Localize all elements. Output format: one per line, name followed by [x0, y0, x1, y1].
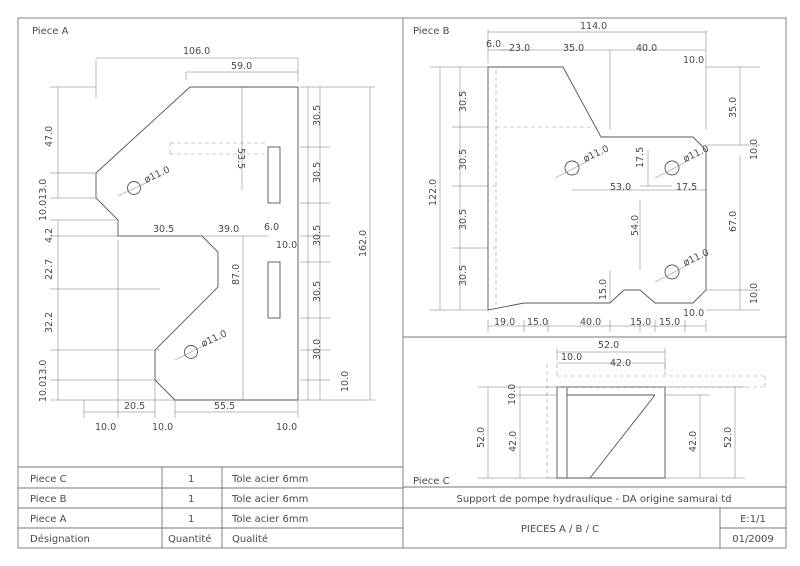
view-label-piece-c: Piece C	[413, 476, 450, 487]
title-row-2-quality: Tole acier 6mm	[231, 494, 308, 505]
title-date: 01/2009	[732, 534, 774, 545]
piece-c-dim-10-vertical: 10.0	[507, 384, 518, 405]
title-scale: E:1/1	[740, 514, 766, 525]
piece-a-dim-106: 106.0	[183, 46, 210, 57]
piece-b-dim-19: 19.0	[494, 317, 515, 328]
piece-b-hole-3	[664, 264, 680, 280]
piece-b-dim-40: 40.0	[636, 43, 657, 54]
piece-a-dim-10-horizontal: 10.0	[276, 240, 297, 251]
piece-b-dim-15-a: 15.0	[527, 317, 548, 328]
piece-b-dim-10-top: 10.0	[683, 55, 704, 66]
title-row-2-designation: Piece B	[30, 494, 67, 505]
title-row-1-designation: Piece C	[30, 474, 67, 485]
piece-a-dim-10-13-bottom: 10.013.0	[38, 360, 49, 402]
piece-b-dim-15-c: 15.0	[659, 317, 680, 328]
piece-a-dia-1: ø11.0	[143, 164, 172, 185]
title-header-qty: Quantité	[168, 533, 211, 545]
piece-b-dim-30-5-a: 30.5	[458, 91, 469, 112]
title-row-1-quality: Tole acier 6mm	[231, 474, 308, 485]
title-row-1-qty: 1	[188, 474, 194, 485]
piece-b-dim-122: 122.0	[428, 179, 439, 206]
piece-a-dim-30-5-c: 30.5	[312, 225, 323, 246]
piece-a-dim-10-mid: 10.0	[152, 422, 173, 433]
piece-b-dia-1: ø11.0	[582, 143, 611, 164]
piece-a-dia-2: ø11.0	[200, 328, 229, 349]
piece-b-dim-67: 67.0	[728, 211, 739, 232]
piece-b-dim-10-right-b: 10.0	[749, 283, 760, 304]
piece-b-dim-30-5-b: 30.5	[458, 149, 469, 170]
piece-a-dim-39: 39.0	[218, 224, 239, 235]
piece-b-outline	[487, 66, 707, 311]
piece-a-dim-53-5: 53.5	[235, 148, 246, 169]
piece-b-dim-53: 53.0	[610, 182, 631, 193]
piece-a-dim-30-5-b: 30.5	[312, 162, 323, 183]
piece-a-dim-10-vertical: 10.0	[340, 371, 351, 392]
piece-c-dim-52-left: 52.0	[476, 427, 487, 448]
piece-b-dim-15-b: 15.0	[630, 317, 651, 328]
piece-b-hole-1	[564, 160, 580, 176]
piece-a-dim-10-right: 10.0	[276, 422, 297, 433]
piece-a-dim-6: 6.0	[264, 222, 279, 233]
piece-c-dim-52-right: 52.0	[723, 427, 734, 448]
view-label-piece-a: Piece A	[32, 26, 69, 37]
piece-a-view: 106.0 59.0 47.0 10.013.0 4.2 22.7 32.2 1…	[38, 46, 375, 433]
piece-b-dim-17-5-vertical: 17.5	[635, 147, 646, 168]
piece-b-dim-35: 35.0	[563, 43, 584, 54]
piece-c-dim-10-horizontal: 10.0	[561, 352, 582, 363]
piece-b-dim-6: 6.0	[486, 39, 501, 50]
title-block: Piece C 1 Tole acier 6mm Piece B 1 Tole …	[18, 467, 786, 548]
piece-b-dim-15-vertical: 15.0	[598, 279, 609, 300]
piece-b-view: 114.0 6.0 23.0 35.0 40.0 10.0 30.5 30.5 …	[428, 21, 760, 332]
piece-a-dim-32-2: 32.2	[44, 312, 55, 333]
piece-a-slot-2	[267, 261, 281, 319]
view-label-piece-b: Piece B	[413, 26, 450, 37]
piece-b-dim-54: 54.0	[630, 215, 641, 236]
piece-a-dim-30-5-d: 30.5	[312, 281, 323, 302]
piece-b-dim-30-5-c: 30.5	[458, 209, 469, 230]
title-header-designation: Désignation	[30, 533, 90, 545]
piece-a-dim-30-5-horizontal: 30.5	[153, 224, 174, 235]
piece-a-dim-10-left: 10.0	[95, 422, 116, 433]
title-row-2-qty: 1	[188, 494, 194, 505]
title-drawing-name: PIECES A / B / C	[521, 524, 599, 535]
piece-a-hole-1	[127, 181, 141, 195]
piece-a-outline	[95, 86, 299, 401]
piece-c-outline	[556, 386, 666, 479]
piece-a-dim-30: 30.0	[312, 339, 323, 360]
piece-a-slot-1	[267, 146, 281, 204]
piece-c-dim-42-right: 42.0	[688, 431, 699, 452]
piece-b-dim-40-bottom: 40.0	[580, 317, 601, 328]
piece-b-dim-35-right: 35.0	[728, 97, 739, 118]
piece-c-dim-42-horizontal: 42.0	[610, 358, 631, 369]
piece-c-dim-52-horizontal: 52.0	[598, 340, 619, 351]
piece-a-dim-20-5: 20.5	[124, 401, 145, 412]
piece-b-dim-10-right-a: 10.0	[749, 139, 760, 160]
piece-b-dim-10-bottom: 10.0	[683, 308, 704, 319]
piece-a-dim-47: 47.0	[44, 126, 55, 147]
piece-a-dim-30-5-a: 30.5	[312, 105, 323, 126]
piece-a-dim-10-13-top: 10.013.0	[38, 179, 49, 221]
piece-a-dim-162: 162.0	[358, 230, 369, 257]
piece-b-dim-23: 23.0	[509, 43, 530, 54]
piece-a-dim-22-7: 22.7	[44, 259, 55, 280]
piece-b-hole-2	[664, 160, 680, 176]
piece-b-dim-30-5-d: 30.5	[458, 265, 469, 286]
piece-c-view: 52.0 10.0 42.0 10.0 52.0 42.0 42.0 52.0	[476, 340, 766, 479]
title-row-3-designation: Piece A	[30, 514, 67, 525]
title-project: Support de pompe hydraulique - DA origin…	[456, 494, 731, 505]
piece-c-dim-42-left: 42.0	[508, 431, 519, 452]
piece-a-hole-2	[184, 345, 198, 359]
title-row-3-quality: Tole acier 6mm	[231, 514, 308, 525]
piece-a-dim-55-5: 55.5	[214, 401, 235, 412]
piece-a-dim-87: 87.0	[231, 264, 242, 285]
piece-a-dim-4-2: 4.2	[44, 228, 55, 243]
title-row-3-qty: 1	[188, 514, 194, 525]
sheet-frame	[17, 17, 787, 549]
piece-b-dim-17-5-horizontal: 17.5	[676, 182, 697, 193]
piece-b-dim-114: 114.0	[580, 21, 607, 32]
title-header-quality: Qualité	[232, 533, 268, 545]
piece-a-dim-59: 59.0	[231, 61, 252, 72]
